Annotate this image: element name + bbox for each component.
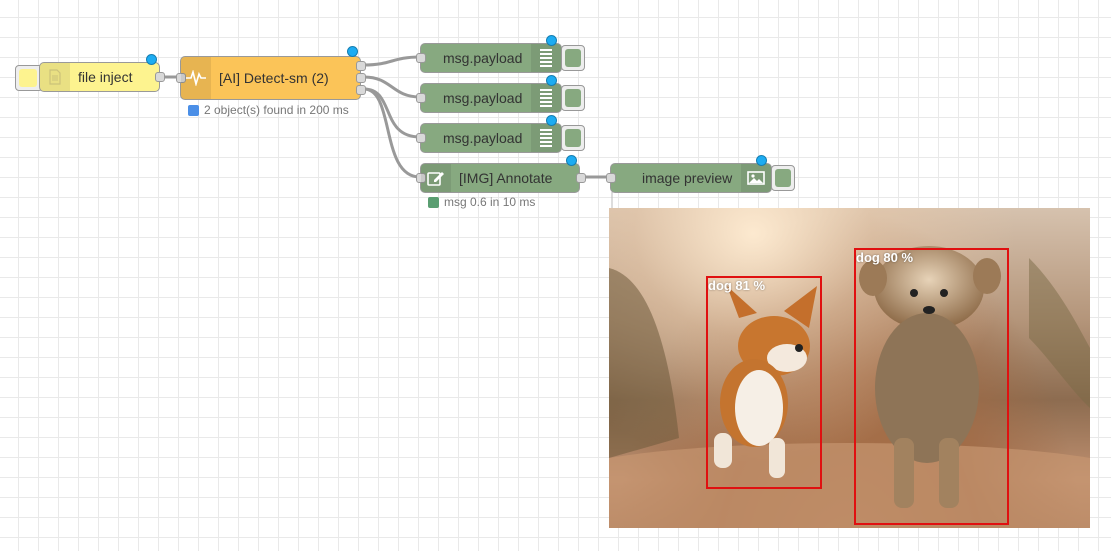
preview-toggle-fill: [775, 169, 791, 187]
output-port[interactable]: [576, 173, 586, 183]
node-label: [AI] Detect-sm (2): [219, 70, 329, 86]
inject-button[interactable]: [15, 65, 43, 91]
node-debug-payload-3[interactable]: msg.payload: [416, 123, 562, 153]
corgi-dog: [714, 286, 817, 478]
changed-indicator: [756, 155, 767, 166]
changed-indicator: [146, 54, 157, 65]
debug-toggle-button[interactable]: [561, 85, 585, 111]
image-icon: [741, 164, 771, 192]
yorkie-dog: [859, 246, 1001, 508]
wave-icon: [181, 57, 211, 99]
output-port-2[interactable]: [356, 73, 366, 83]
file-icon: [40, 63, 70, 91]
input-port[interactable]: [176, 73, 186, 83]
changed-indicator: [546, 35, 557, 46]
node-label: msg.payload: [443, 130, 523, 146]
debug-toggle-fill: [565, 49, 581, 67]
status-indicator: [188, 104, 199, 116]
input-port[interactable]: [606, 173, 616, 183]
node-debug-payload-1[interactable]: msg.payload: [416, 43, 562, 73]
changed-indicator: [347, 46, 358, 57]
output-port-1[interactable]: [356, 61, 366, 71]
changed-indicator: [566, 155, 577, 166]
preview-toggle-button[interactable]: [771, 165, 795, 191]
debug-toggle-button[interactable]: [561, 125, 585, 151]
input-port[interactable]: [416, 133, 426, 143]
node-status: 2 object(s) found in 200 ms: [188, 103, 349, 117]
status-indicator: [428, 196, 439, 208]
debug-toggle-button[interactable]: [561, 45, 585, 71]
node-debug-payload-2[interactable]: msg.payload: [416, 83, 562, 113]
image-preview-output: dog 81 % dog 80 %: [609, 208, 1090, 528]
node-label: msg.payload: [443, 90, 523, 106]
detection-label: dog 80 %: [856, 250, 914, 265]
node-annotate[interactable]: [IMG] Annotate: [416, 163, 586, 193]
input-port[interactable]: [416, 173, 426, 183]
list-icon: [531, 84, 561, 112]
node-file-inject[interactable]: file inject: [39, 62, 165, 92]
list-icon: [531, 124, 561, 152]
debug-toggle-fill: [565, 129, 581, 147]
status-text: 2 object(s) found in 200 ms: [204, 103, 349, 117]
inject-button-fill: [19, 69, 37, 87]
detection-box-1: dog 81 %: [706, 276, 822, 489]
node-label: msg.payload: [443, 50, 523, 66]
wire-detect-payload2: [363, 75, 421, 99]
list-icon: [531, 44, 561, 72]
input-port[interactable]: [416, 93, 426, 103]
changed-indicator: [546, 75, 557, 86]
node-label: file inject: [78, 69, 133, 85]
wire-detect-annotate: [363, 87, 421, 179]
wire-detect-payload1: [363, 55, 421, 67]
detection-box-2: dog 80 %: [854, 248, 1009, 525]
node-label: image preview: [642, 170, 733, 186]
debug-toggle-fill: [565, 89, 581, 107]
node-image-preview[interactable]: image preview: [606, 163, 772, 193]
changed-indicator: [546, 115, 557, 126]
input-port[interactable]: [416, 53, 426, 63]
status-text: msg 0.6 in 10 ms: [444, 195, 536, 209]
detection-label: dog 81 %: [708, 278, 766, 293]
dogs-photo: [609, 246, 1090, 528]
node-label: [IMG] Annotate: [459, 170, 553, 186]
output-port[interactable]: [155, 72, 165, 82]
edit-icon: [421, 164, 451, 192]
output-port-3[interactable]: [356, 85, 366, 95]
node-status: msg 0.6 in 10 ms: [428, 195, 535, 209]
node-detect[interactable]: [AI] Detect-sm (2): [176, 56, 366, 100]
